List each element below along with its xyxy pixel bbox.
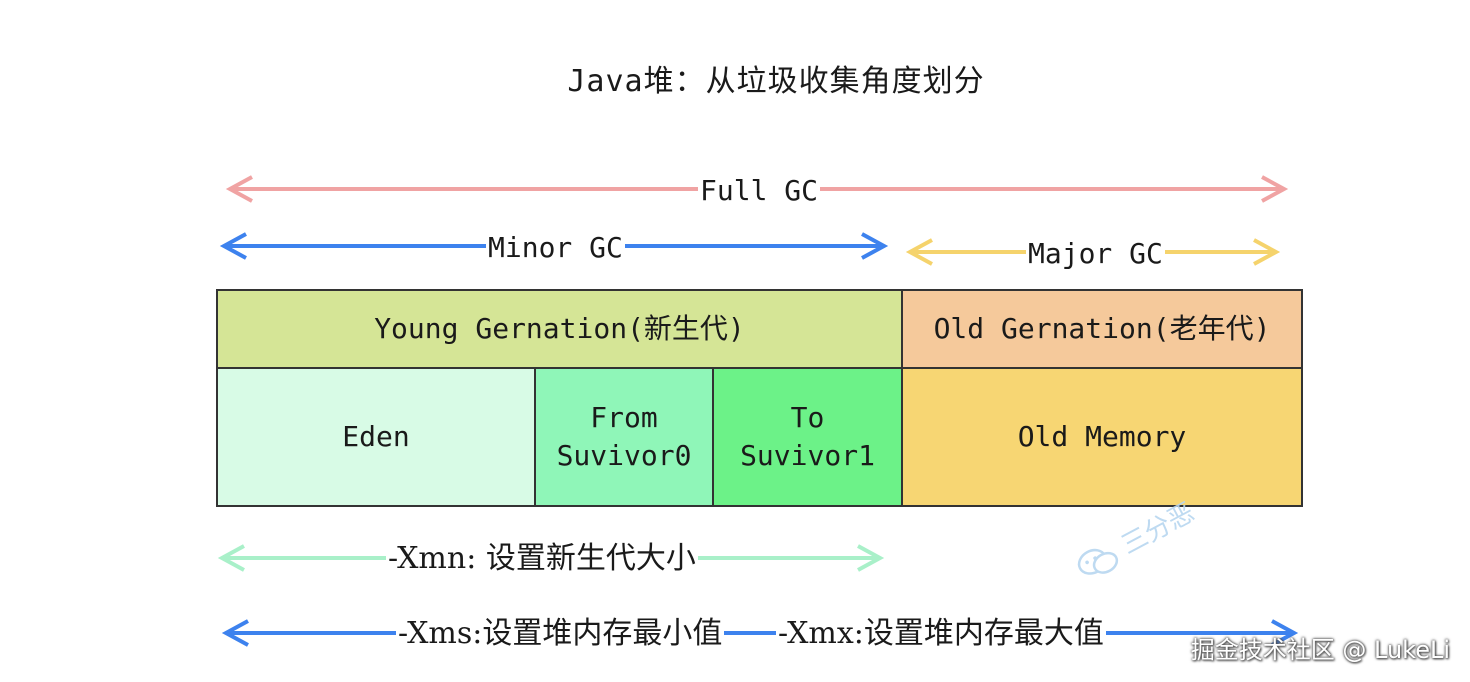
old-generation-label: Old Gernation(老年代) [933,312,1271,345]
young-generation-label: Young Gernation(新生代) [374,312,745,345]
wechat-icon [1077,548,1118,575]
eden-space: Eden [216,367,536,507]
from-survivor-label-line1: From [590,401,658,434]
xmn-label: -Xmn: 设置新生代大小 [386,539,698,579]
old-memory-label: Old Memory [1017,420,1187,453]
diagram-title: Java堆：从垃圾收集角度划分 [567,64,985,99]
minor-gc-label: Minor GC [486,230,625,266]
from-survivor-label-line2: Suvivor0 [556,439,692,472]
old-memory-space: Old Memory [901,367,1303,507]
xmx-label: -Xmx:设置堆内存最大值 [776,614,1106,654]
xms-xmx-arrow [221,619,1299,647]
young-generation: Young Gernation(新生代) [216,289,903,369]
to-survivor-label-line1: To [790,401,825,434]
to-survivor-label-line2: Suvivor1 [740,439,875,472]
source-watermark: 掘金技术社区 @ LukeLi [1190,636,1450,664]
old-generation: Old Gernation(老年代) [901,289,1303,369]
watermark: 三分恶 [1069,487,1230,623]
major-gc-label: Major GC [1026,236,1165,272]
to-survivor-space: To Suvivor1 [712,367,903,507]
from-survivor-space: From Suvivor0 [534,367,714,507]
xms-label: -Xms:设置堆内存最小值 [396,614,725,654]
eden-label: Eden [342,420,410,453]
full-gc-label: Full GC [698,173,821,209]
